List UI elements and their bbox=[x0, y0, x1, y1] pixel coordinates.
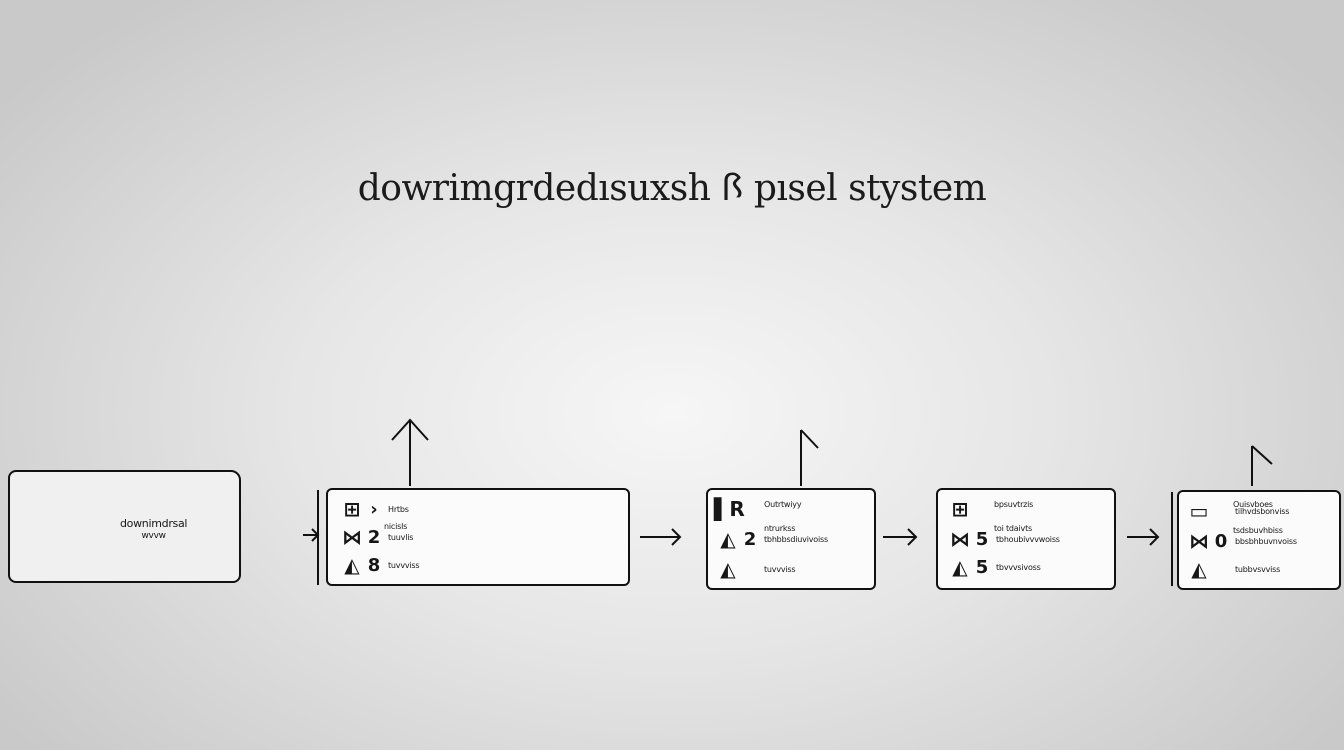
box3-header: bpsuvtrzis bbox=[994, 500, 1034, 509]
box2-row-2-text: tbhbbsdiuvivoiss bbox=[764, 534, 828, 544]
box3-subheader: toi tdaivts bbox=[994, 524, 1032, 533]
box2-header: Outrtwiyy bbox=[764, 500, 802, 509]
process-box-4: Ouisvboes ▭ tilhvdsbonviss tsdsbuvhbiss … bbox=[1177, 490, 1341, 590]
box1-row-2-icon: ⋈ bbox=[342, 525, 362, 549]
box1-row-3-num: 8 bbox=[367, 554, 381, 576]
box2-row-3-icon: ◭ bbox=[720, 557, 736, 581]
box4-row-2-icon: ⋈ bbox=[1189, 529, 1209, 553]
start-card-label: downimdrsal wvvw bbox=[120, 518, 187, 542]
box3-row-1-icon: ⊞ bbox=[951, 497, 969, 521]
arrow-right-2 bbox=[640, 528, 682, 546]
arrow-up-2 bbox=[800, 429, 819, 486]
box1-row-2-text: tuuvlis bbox=[388, 532, 414, 542]
box1-row-3-icon: ◭ bbox=[344, 553, 360, 577]
box3-row-1: ⊞ bbox=[946, 498, 974, 520]
arrow-right-3 bbox=[883, 528, 918, 546]
start-card-text: downimdrsal bbox=[120, 517, 188, 530]
diagram-title: dowrimgrdedısuxsh ꟗ pısel stystem bbox=[357, 168, 987, 209]
box1-row-2-num: 2 bbox=[367, 526, 381, 548]
box3-row-3-text: tbvvvsivoss bbox=[996, 562, 1041, 572]
box2-row-3-text: tuvvviss bbox=[764, 564, 796, 574]
box2-row-2: ◭ 2 tbhbbsdiuvivoiss bbox=[714, 528, 828, 550]
arrow-right-1 bbox=[303, 528, 320, 542]
box4-row-1-text: tilhvdsbonviss bbox=[1235, 506, 1290, 516]
box3-row-2-text: tbhoubivvvwoiss bbox=[996, 534, 1060, 544]
box3-row-2: ⋈ 5 tbhoubivvvwoiss bbox=[946, 528, 1060, 550]
box4-header: Ouisvboes bbox=[1233, 500, 1273, 509]
box2-row-3: ◭ tuvvviss bbox=[714, 558, 795, 580]
box2-row-1-icon: ▌R bbox=[714, 497, 745, 521]
start-card-subtext: wvvw bbox=[141, 531, 166, 541]
arrow-right-4 bbox=[1127, 528, 1160, 546]
box4-row-3-text: tubbvsvviss bbox=[1235, 564, 1281, 574]
box4-row-1-icon: ▭ bbox=[1189, 499, 1209, 523]
arrow-up-3 bbox=[1251, 445, 1273, 486]
box3-row-3-num: 5 bbox=[975, 556, 989, 578]
box3-row-3: ◭ 5 tbvvvsivoss bbox=[946, 555, 1041, 579]
box2-row-1: ▌R bbox=[714, 497, 745, 521]
box3-row-2-icon: ⋈ bbox=[950, 527, 970, 551]
arrow-up-1 bbox=[391, 418, 429, 486]
box1-row-1-text: Hrtbs bbox=[388, 504, 409, 514]
box1-row-3: ◭ 8 tuvvviss bbox=[338, 554, 419, 576]
box3-row-3-icon: ◭ bbox=[952, 555, 968, 579]
box1-row-2: ⋈ 2 tuuvlis bbox=[338, 526, 413, 548]
box4-row-1: ▭ tilhvdsbonviss bbox=[1185, 499, 1290, 523]
process-box-3: bpsuvtrzis ⊞ toi tdaivts ⋈ 5 tbhoubivvvw… bbox=[936, 488, 1116, 590]
box1-subheader: nicisls bbox=[384, 522, 408, 531]
box1-row-1-icon: ⊞ bbox=[343, 497, 361, 521]
box2-row-2-icon: ◭ bbox=[720, 527, 736, 551]
process-box-1: ⊞ › Hrtbs nicisls ⋈ 2 tuuvlis ◭ 8 tuvvvi… bbox=[326, 488, 630, 586]
start-card: downimdrsal wvvw bbox=[8, 470, 241, 583]
box4-row-2-num: 0 bbox=[1214, 530, 1228, 552]
box2-row-2-num: 2 bbox=[743, 528, 757, 550]
process-box-2: Outrtwiyy ▌R ntrurkss ◭ 2 tbhbbsdiuvivoi… bbox=[706, 488, 876, 590]
box1-row-1: ⊞ › Hrtbs bbox=[338, 498, 409, 520]
box3-row-2-num: 5 bbox=[975, 528, 989, 550]
box2-subheader: ntrurkss bbox=[764, 524, 796, 533]
box4-row-2: ⋈ 0 bbsbhbuvnvoiss bbox=[1185, 530, 1297, 552]
box1-row-1-num: › bbox=[370, 498, 378, 520]
box4-row-3: ◭ tubbvsvviss bbox=[1185, 558, 1280, 580]
box4-row-2-text: bbsbhbuvnvoiss bbox=[1235, 536, 1297, 546]
box1-row-3-text: tuvvviss bbox=[388, 560, 420, 570]
box4-subheader: tsdsbuvhbiss bbox=[1233, 526, 1283, 535]
box4-row-3-icon: ◭ bbox=[1191, 557, 1207, 581]
